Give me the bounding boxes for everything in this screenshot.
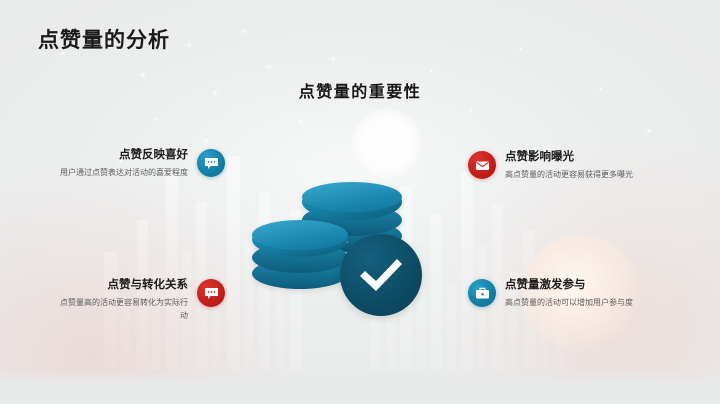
background-bar — [104, 252, 117, 370]
background-sparkle — [243, 30, 245, 32]
chat-bubble-icon-badge-2[interactable] — [191, 273, 231, 313]
background-sparkle — [600, 88, 602, 90]
background-bar — [212, 282, 220, 370]
background-sparkle — [205, 140, 207, 142]
background-sun-glow — [522, 235, 640, 353]
chat-bubble-icon — [204, 157, 218, 169]
background-bar — [137, 220, 148, 370]
bullet-title: 点赞影响曝光 — [505, 151, 574, 163]
background-bar — [227, 156, 240, 370]
background-bar — [417, 260, 425, 370]
bullet-title: 点赞反映喜好 — [119, 149, 188, 161]
bullet-likes-reflect-preference[interactable]: 点赞反映喜好 用户通过点赞表达对活动的喜爱程度 — [56, 143, 231, 183]
bullet-likes-affect-exposure[interactable]: 点赞影响曝光 高点赞量的活动更容易获得更多曝光 — [462, 145, 637, 185]
background-sparkle — [268, 66, 270, 68]
background-sparkle — [142, 74, 144, 76]
briefcase-icon — [475, 287, 489, 298]
background-sparkle — [120, 160, 122, 162]
chat-bubble-icon-badge-1[interactable] — [191, 143, 231, 183]
background-bar — [478, 246, 486, 370]
bullet-title: 点赞量激发参与 — [505, 279, 586, 291]
background-bar — [509, 272, 518, 370]
bullet-description: 高点赞量的活动可以增加用户参与度 — [505, 298, 633, 308]
background-bar — [386, 278, 395, 370]
bullet-text-block: 点赞影响曝光 高点赞量的活动更容易获得更多曝光 — [505, 150, 637, 182]
background-sparkle — [62, 52, 64, 54]
background-bar — [492, 204, 503, 370]
background-sparkle — [648, 130, 650, 132]
background-sparkle — [430, 70, 432, 72]
background-sparkle — [470, 110, 472, 112]
checkmark-icon — [360, 259, 402, 291]
background-center-glow — [352, 108, 422, 178]
background-bar — [461, 172, 473, 370]
checkmark-badge — [340, 234, 422, 316]
background-bar — [121, 296, 130, 370]
background-bar — [276, 266, 284, 370]
bullet-likes-drive-participation[interactable]: 点赞量激发参与 高点赞量的活动可以增加用户参与度 — [462, 273, 637, 313]
bullet-text-block: 点赞反映喜好 用户通过点赞表达对活动的喜爱程度 — [56, 148, 188, 180]
chat-bubble-icon — [204, 287, 218, 299]
bullet-description: 高点赞量的活动更容易获得更多曝光 — [505, 170, 633, 180]
background-bar — [245, 238, 254, 370]
envelope-icon — [475, 161, 489, 170]
background-bar — [431, 214, 442, 370]
background-bar — [447, 286, 456, 370]
bullet-description: 点赞量高的活动更容易转化为实际行动 — [60, 298, 188, 320]
bullet-text-block: 点赞量激发参与 高点赞量的活动可以增加用户参与度 — [505, 278, 637, 310]
center-illustration — [252, 182, 452, 342]
background-bar — [152, 274, 160, 370]
background-sparkle — [300, 120, 302, 122]
background-sparkle — [520, 48, 522, 50]
briefcase-icon-badge[interactable] — [462, 273, 502, 313]
background-bottom-strip — [0, 370, 720, 404]
envelope-icon-badge[interactable] — [462, 145, 502, 185]
bullet-title: 点赞与转化关系 — [107, 279, 189, 291]
background-sparkle — [96, 38, 98, 40]
bullet-text-block: 点赞与转化关系 点赞量高的活动更容易转化为实际行动 — [56, 278, 188, 322]
background-warm-glow-left — [0, 174, 290, 404]
slide-subtitle: 点赞量的重要性 — [298, 84, 422, 101]
bullet-likes-and-conversion[interactable]: 点赞与转化关系 点赞量高的活动更容易转化为实际行动 — [56, 273, 231, 322]
background-sparkle — [214, 92, 216, 94]
background-sparkle — [332, 58, 334, 60]
background-bar — [166, 174, 178, 370]
database-stack-front — [252, 220, 348, 290]
background-sparkle — [188, 44, 190, 46]
bullet-description: 用户通过点赞表达对活动的喜爱程度 — [60, 168, 188, 178]
background-sparkle — [155, 118, 157, 120]
page-title: 点赞量的分析 — [38, 29, 170, 52]
background-bar — [182, 250, 191, 370]
